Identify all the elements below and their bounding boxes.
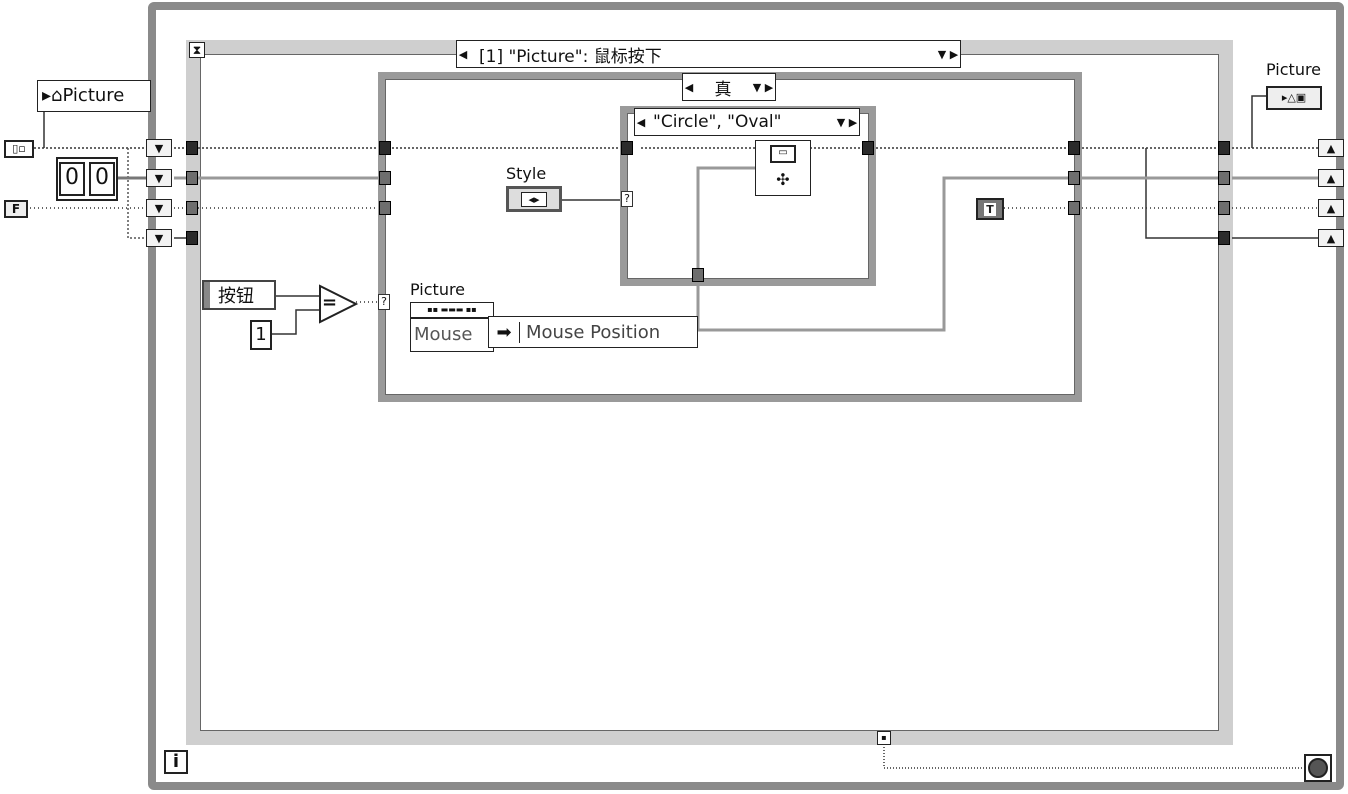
true-constant[interactable]: T <box>976 198 1004 220</box>
constant-one[interactable]: 1 <box>250 320 272 350</box>
mouse-label: Mouse <box>414 324 473 345</box>
zero-array-constant[interactable]: 0 0 <box>56 157 118 201</box>
draw-oval-subvi[interactable]: ▭ ✣ <box>755 140 811 196</box>
event-tunnel-left-2[interactable] <box>186 171 198 185</box>
reference-arrow-icon: ▸⌂ <box>42 85 63 106</box>
case-selector-outer[interactable]: ◀ 真 ▼ ▶ <box>682 73 776 101</box>
false-constant[interactable]: F <box>4 200 28 218</box>
mouse-position-label: Mouse Position <box>526 321 661 343</box>
event-tunnel-left-3[interactable] <box>186 201 198 215</box>
move-cross-icon: ✣ <box>776 170 790 189</box>
case-tunnel-right-1[interactable] <box>1068 141 1080 155</box>
event-tunnel-right-2[interactable] <box>1218 171 1230 185</box>
case-selector-inner[interactable]: ◀ "Circle", "Oval" ▼ ▶ <box>634 108 860 136</box>
increment-arrow-icon[interactable]: ▶ <box>848 115 858 129</box>
while-loop-frame[interactable] <box>148 2 1344 790</box>
event-timeout-terminal[interactable]: ▪ <box>877 731 891 745</box>
stop-condition-icon[interactable] <box>1304 754 1332 782</box>
constant-one-value: 1 <box>255 324 267 345</box>
case-tunnel-right-2[interactable] <box>1068 171 1080 185</box>
case-selector-inner-label: "Circle", "Oval" <box>653 112 782 132</box>
case-structure-inner-diagram <box>627 113 869 279</box>
shift-register-right-4[interactable]: ▲ <box>1318 229 1344 247</box>
picture-reference-control[interactable]: ▯▫ <box>4 140 34 158</box>
shift-register-right-3[interactable]: ▲ <box>1318 199 1344 217</box>
picture-node-mouse[interactable]: Mouse <box>410 318 494 352</box>
event-selector[interactable]: ◀ [1] "Picture": 鼠标按下 ▼ ▶ <box>456 40 961 68</box>
style-control[interactable]: ◂▸ <box>506 186 562 212</box>
increment-arrow-icon[interactable]: ▶ <box>949 47 959 61</box>
shift-register-right-1[interactable]: ▲ <box>1318 139 1344 157</box>
iteration-label: i <box>172 751 180 772</box>
question-mark-text: ? <box>624 192 630 205</box>
shift-register-left-2[interactable]: ▼ <box>146 169 172 187</box>
shift-register-left-3[interactable]: ▼ <box>146 199 172 217</box>
question-mark-text: ? <box>381 295 387 308</box>
event-tunnel-right-1[interactable] <box>1218 141 1230 155</box>
dropdown-arrow-icon[interactable]: ▼ <box>937 47 947 61</box>
event-tunnel-left-1[interactable] <box>186 141 198 155</box>
shift-register-right-2[interactable]: ▲ <box>1318 169 1344 187</box>
inner-case-tunnel-right[interactable] <box>862 141 874 155</box>
picture-icon: ▭ <box>770 145 796 163</box>
style-control-label: Style <box>506 164 547 183</box>
inner-case-tunnel-left[interactable] <box>621 141 633 155</box>
right-picture-indicator[interactable]: ▸△▣ <box>1266 86 1322 110</box>
compare-symbol: = <box>322 292 338 313</box>
case-selector-terminal[interactable]: ? <box>378 294 390 310</box>
event-tunnel-right-3[interactable] <box>1218 201 1230 215</box>
unbundle-arrow-icon: ➡ <box>489 321 520 343</box>
property-node-label: Picture <box>62 85 125 106</box>
shift-register-left-1[interactable]: ▼ <box>146 139 172 157</box>
false-constant-text: F <box>11 202 21 216</box>
case-tunnel-left-2[interactable] <box>379 171 391 185</box>
button-control-label: 按钮 <box>218 286 254 307</box>
hourglass-icon: ⧗ <box>189 42 205 58</box>
picture-node-label: Picture <box>410 280 466 299</box>
enum-icon: ◂▸ <box>521 191 547 207</box>
zero-value-2[interactable]: 0 <box>89 162 115 196</box>
case-selector-outer-label: 真 <box>714 79 732 100</box>
decrement-arrow-icon[interactable]: ◀ <box>458 47 468 61</box>
inner-case-selector-terminal[interactable]: ? <box>621 191 633 207</box>
case-tunnel-left-1[interactable] <box>379 141 391 155</box>
event-tunnel-right-4[interactable] <box>1218 231 1230 245</box>
shift-register-left-4[interactable]: ▼ <box>146 229 172 247</box>
button-control[interactable]: 按钮 <box>202 280 276 310</box>
increment-arrow-icon[interactable]: ▶ <box>764 80 774 94</box>
dropdown-arrow-icon[interactable]: ▼ <box>836 115 846 129</box>
picture-reference-label: ▸⌂Picture <box>37 80 151 112</box>
iteration-terminal: i <box>164 750 188 774</box>
decrement-arrow-icon[interactable]: ◀ <box>684 80 694 94</box>
event-tunnel-left-4[interactable] <box>186 231 198 245</box>
dropdown-arrow-icon[interactable]: ▼ <box>752 80 762 94</box>
zero-value-1[interactable]: 0 <box>59 162 85 196</box>
button-control-handle <box>204 282 210 308</box>
unbundle-mouse-position[interactable]: ➡ Mouse Position <box>488 316 698 348</box>
picture-node-header: ▪▪ ▬▬▬ ▪▪ <box>410 302 494 318</box>
case-tunnel-left-3[interactable] <box>379 201 391 215</box>
case-tunnel-right-3[interactable] <box>1068 201 1080 215</box>
true-constant-text: T <box>984 202 996 216</box>
right-picture-label: Picture <box>1266 60 1322 79</box>
event-selector-label: [1] "Picture": 鼠标按下 <box>479 46 662 67</box>
inner-case-tunnel-bottom[interactable] <box>692 268 704 282</box>
decrement-arrow-icon[interactable]: ◀ <box>636 115 646 129</box>
stop-circle-icon <box>1308 758 1328 778</box>
